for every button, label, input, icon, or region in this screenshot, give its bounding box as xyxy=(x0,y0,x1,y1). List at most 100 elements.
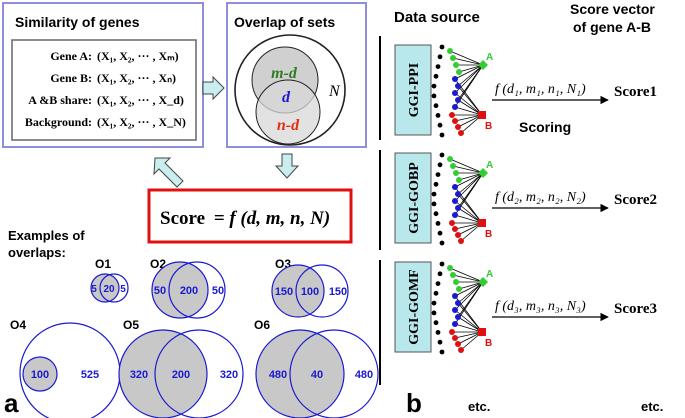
example-name: O6 xyxy=(254,318,270,332)
similarity-row-label: Gene B: xyxy=(50,71,92,85)
node-dot-blue xyxy=(452,76,458,82)
example-name: O4 xyxy=(10,318,26,332)
node-dot-red xyxy=(458,130,464,136)
data-source-name: GGI-GOMF xyxy=(407,269,422,344)
similarity-row-value: (X₁, X₂, ··· , Xₘ) xyxy=(97,49,179,63)
node-dot-green xyxy=(456,69,462,75)
node-dot-green xyxy=(450,163,456,169)
similarity-row-label: A &B share: xyxy=(28,93,92,107)
arrow-right-icon xyxy=(202,75,225,101)
similarity-title: Similarity of genes xyxy=(15,14,140,30)
example-o4: O4 100 525 xyxy=(10,318,121,418)
venn-label-m-d: m-d xyxy=(271,65,298,82)
node-dot-black xyxy=(437,271,443,277)
examples-title-line2: overlaps: xyxy=(8,245,66,260)
data-source-name: GGI-PPI xyxy=(407,63,422,117)
example-left-value: 150 xyxy=(275,286,293,298)
score-vector-title-line1: Score vector xyxy=(570,1,655,17)
example-name: O1 xyxy=(95,257,111,271)
example-right-value: 5 xyxy=(120,284,126,295)
similarity-row-value: (X₁, X₂, ··· , Xₙ) xyxy=(97,71,176,85)
node-dot-red xyxy=(455,124,461,130)
example-mid-value: 100 xyxy=(301,286,319,298)
node-dot-black xyxy=(431,300,437,306)
node-dot-black xyxy=(431,310,437,316)
node-dot-black xyxy=(435,64,441,69)
node-dot-black xyxy=(437,122,443,128)
node-dot-black xyxy=(435,221,441,226)
data-source-name: GGI-GOBP xyxy=(407,162,422,234)
node-dot-blue xyxy=(452,198,458,204)
example-o2: O2 50 200 50 xyxy=(150,257,226,319)
node-dot-black xyxy=(435,113,441,118)
example-mid-value: 40 xyxy=(311,369,323,381)
node-dot-green xyxy=(453,62,459,68)
venn-label-n-d: n-d xyxy=(277,117,300,134)
data-source-title: Data source xyxy=(394,9,480,26)
node-dot-black xyxy=(439,349,445,355)
example-right-value: 150 xyxy=(329,286,347,298)
node-dot-green xyxy=(447,48,453,54)
node-dot-red xyxy=(449,329,455,335)
node-dot-black xyxy=(437,339,443,345)
data-source-box xyxy=(394,44,432,136)
node-dot-blue xyxy=(452,104,458,110)
node-dot-black xyxy=(435,172,441,178)
example-left-value: 5 xyxy=(91,284,97,295)
node-dot-black xyxy=(439,240,445,246)
scoring-formula: f (d₃, m₃, n₃, N₃) xyxy=(495,299,586,314)
gene-a-node xyxy=(478,277,488,287)
example-o1: O1 5 20 5 xyxy=(90,257,129,303)
overlap-title: Overlap of sets xyxy=(234,14,335,30)
etc-left: etc. xyxy=(468,399,490,414)
similarity-row-label: Background: xyxy=(25,115,92,129)
node-dot-red xyxy=(458,238,464,244)
node-dot-green xyxy=(447,156,453,162)
node-dot-green xyxy=(453,170,459,176)
gene-b-node xyxy=(478,111,486,119)
example-o5: O5 320 200 320 xyxy=(118,318,244,418)
node-dot-blue xyxy=(452,321,458,327)
node-dot-blue xyxy=(455,83,461,89)
example-mid-value: 20 xyxy=(103,284,115,295)
node-dot-green xyxy=(456,286,462,292)
example-right-value: 320 xyxy=(220,369,238,381)
example-name: O5 xyxy=(123,318,139,332)
example-left-value: 50 xyxy=(154,285,166,297)
example-o6: O6 480 40 480 xyxy=(254,318,379,418)
node-dot-red xyxy=(449,220,455,226)
score-box xyxy=(147,188,353,244)
panel-b-label: b xyxy=(406,388,422,418)
scoring-formula: f (d₁, m₁, n₁, N₁) xyxy=(495,82,586,97)
node-dot-black xyxy=(439,152,445,158)
node-dot-green xyxy=(447,265,453,271)
node-dot-black xyxy=(435,281,441,286)
node-dot-black xyxy=(431,93,437,99)
node-dot-blue xyxy=(455,97,461,103)
example-mid-value: 200 xyxy=(172,369,190,381)
node-dot-blue xyxy=(452,184,458,190)
example-name: O2 xyxy=(150,257,166,271)
score-vector-title-line2: of gene A-B xyxy=(573,19,651,35)
node-dot-black xyxy=(437,54,443,60)
node-dot-red xyxy=(458,347,464,353)
example-right-value: 480 xyxy=(355,369,373,381)
node-dot-black xyxy=(437,162,443,168)
node-dot-black xyxy=(431,83,437,89)
example-left-value: 100 xyxy=(31,369,49,381)
gene-b-label: B xyxy=(485,121,492,132)
node-dot-black xyxy=(431,201,437,207)
venn-label-d: d xyxy=(282,89,291,106)
node-dot-red xyxy=(455,341,461,347)
gene-b-label: B xyxy=(485,229,492,240)
venn-label-N: N xyxy=(328,83,341,100)
node-dot-blue xyxy=(452,307,458,313)
example-left-value: 320 xyxy=(130,369,148,381)
venn-set-b xyxy=(255,79,321,145)
node-dot-black xyxy=(435,330,441,335)
node-dot-blue xyxy=(455,205,461,211)
node-dot-blue xyxy=(455,314,461,320)
node-dot-red xyxy=(452,118,458,124)
